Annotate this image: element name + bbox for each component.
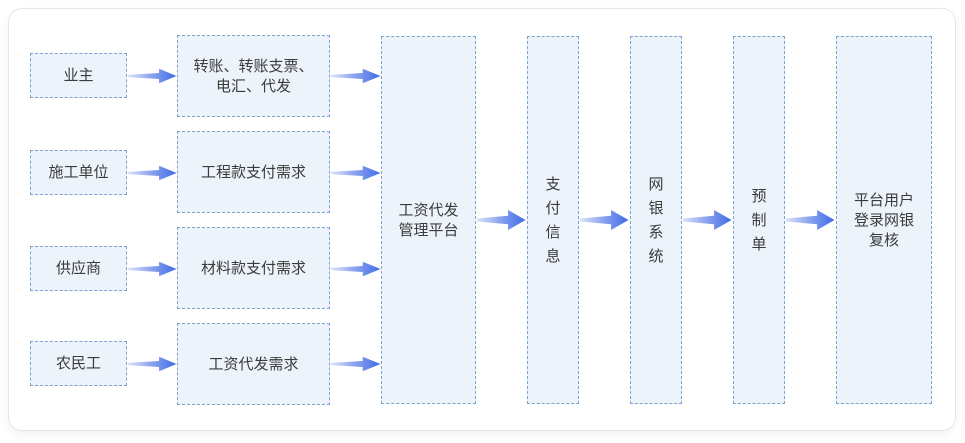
node-transfer-methods: 转账、转账支票、 电汇、代发 xyxy=(177,35,330,117)
flow-arrow-icon xyxy=(477,210,526,230)
flow-arrow-icon xyxy=(786,210,835,230)
flow-arrow-icon xyxy=(331,165,381,181)
flow-arrow-icon xyxy=(331,356,381,372)
node-label: 供应商 xyxy=(55,259,101,278)
node-label: 平台用户 登录网银 复核 xyxy=(853,190,914,250)
node-label: 材料款支付需求 xyxy=(200,258,306,277)
node-construction-unit: 施工单位 xyxy=(30,150,127,195)
node-ebank-system: 网银系统 xyxy=(630,36,682,404)
node-label: 工资代发需求 xyxy=(208,354,299,373)
node-label: 施工单位 xyxy=(48,163,109,182)
node-label: 网银系统 xyxy=(648,175,664,265)
node-user-ebank-review: 平台用户 登录网银 复核 xyxy=(836,36,932,404)
node-label: 转账、转账支票、 电汇、代发 xyxy=(193,56,314,95)
node-label: 预制单 xyxy=(751,187,767,253)
flow-arrow-icon xyxy=(128,165,177,181)
node-label: 支付信息 xyxy=(545,175,561,265)
flow-arrow-icon xyxy=(331,68,381,84)
flow-arrow-icon xyxy=(580,210,629,230)
flow-arrow-icon xyxy=(331,261,381,277)
node-salary-agency-request: 工资代发需求 xyxy=(177,323,330,405)
node-label: 业主 xyxy=(63,66,94,85)
flow-arrow-icon xyxy=(128,68,177,84)
flow-arrow-icon xyxy=(128,261,177,277)
node-owner: 业主 xyxy=(30,53,127,98)
node-label: 农民工 xyxy=(55,354,101,373)
node-salary-platform: 工资代发 管理平台 xyxy=(381,36,476,404)
node-material-payment-request: 材料款支付需求 xyxy=(177,227,330,309)
node-label: 工程款支付需求 xyxy=(200,162,306,181)
node-project-payment-request: 工程款支付需求 xyxy=(177,131,330,213)
node-payment-info: 支付信息 xyxy=(527,36,579,404)
flow-arrow-icon xyxy=(128,356,177,372)
node-migrant-worker: 农民工 xyxy=(30,341,127,386)
node-supplier: 供应商 xyxy=(30,246,127,291)
node-label: 工资代发 管理平台 xyxy=(398,200,459,239)
node-prepared-slip: 预制单 xyxy=(733,36,785,404)
flow-arrow-icon xyxy=(683,210,732,230)
